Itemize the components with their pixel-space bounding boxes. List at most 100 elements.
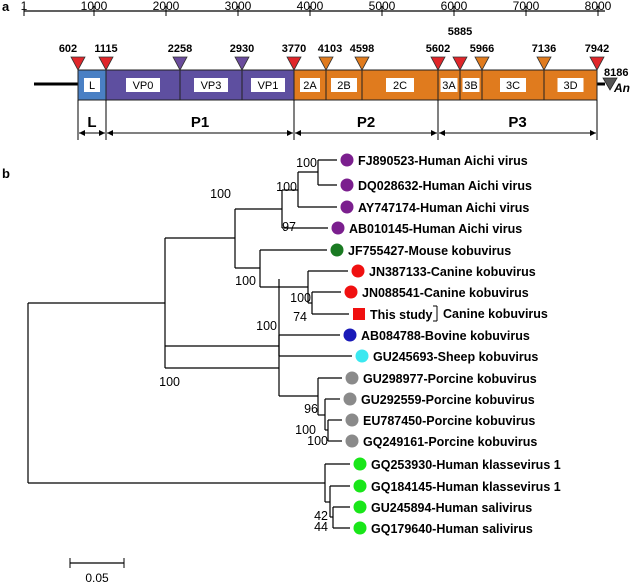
bootstrap-value: 97 <box>282 220 296 234</box>
position-label: 5602 <box>426 43 450 55</box>
region-label: 3A <box>442 80 456 92</box>
polyprotein-group-label: L <box>87 114 96 131</box>
taxon-label: FJ890523-Human Aichi virus <box>358 154 528 168</box>
cleavage-marker <box>452 56 468 71</box>
bootstrap-value: 100 <box>210 187 231 201</box>
region-label: 3D <box>563 80 577 92</box>
position-label: 4598 <box>350 43 374 55</box>
ruler-tick-label: 1000 <box>81 0 108 13</box>
taxon-marker-circle <box>344 285 358 299</box>
polyprotein-group-label: P2 <box>357 114 375 131</box>
taxon-marker-circle <box>355 349 369 363</box>
position-label: 4103 <box>318 43 342 55</box>
taxon-marker-circle <box>353 500 367 514</box>
region-label: 2A <box>303 80 317 92</box>
taxon-marker-circle <box>340 153 354 167</box>
taxon-label: GQ184145-Human klassevirus 1 <box>371 480 561 494</box>
region-label-bg <box>84 78 100 92</box>
taxon-marker-circle <box>343 328 357 342</box>
ruler-tick-label: 1 <box>21 0 28 13</box>
arrow-head <box>431 130 437 136</box>
taxon-marker-circle <box>331 221 345 235</box>
bootstrap-value: 100 <box>307 434 328 448</box>
region-label-bg <box>126 78 160 92</box>
taxon-marker-circle <box>345 434 359 448</box>
taxon-label: GQ253930-Human klassevirus 1 <box>371 458 561 472</box>
cleavage-marker <box>286 56 302 71</box>
taxon-marker-circle <box>353 457 367 471</box>
cleavage-marker <box>98 56 114 71</box>
cleavage-marker <box>354 56 370 71</box>
taxon-label: GU245693-Sheep kobuvirus <box>373 350 538 364</box>
position-label: 3770 <box>282 43 306 55</box>
position-label: 2930 <box>230 43 254 55</box>
cleavage-marker <box>234 56 250 71</box>
region-label-bg <box>331 78 357 92</box>
cleavage-marker <box>536 56 552 71</box>
taxon-marker-circle <box>330 243 344 257</box>
position-label: 2258 <box>168 43 192 55</box>
taxon-label: GU292559-Porcine kobuvirus <box>361 393 535 407</box>
taxon-marker-circle <box>351 264 365 278</box>
poly-a-label: An <box>613 81 630 95</box>
region-label-bg <box>300 78 320 92</box>
taxon-label: AB010145-Human Aichi virus <box>349 222 522 236</box>
taxon-marker-square <box>353 308 365 320</box>
polyprotein-group-label: P1 <box>191 114 209 131</box>
cleavage-marker <box>172 56 188 71</box>
cleavage-marker <box>318 56 334 71</box>
region-label-bg <box>462 78 480 92</box>
taxon-label: AB084788-Bovine kobuvirus <box>361 329 530 343</box>
taxon-label: JN088541-Canine kobuvirus <box>362 286 529 300</box>
region-label: L <box>89 80 95 92</box>
panel-a-label: a <box>2 0 10 14</box>
region-label: 2C <box>393 80 407 92</box>
taxon-marker-circle <box>343 392 357 406</box>
cleavage-marker <box>70 56 86 71</box>
arrow-head <box>590 130 596 136</box>
ruler-tick-label: 8000 <box>585 0 612 13</box>
region-label-bg <box>500 78 526 92</box>
ruler-tick-label: 4000 <box>297 0 324 13</box>
cleavage-marker <box>430 56 446 71</box>
taxon-marker-circle <box>345 371 359 385</box>
taxon-label: This study <box>370 308 433 322</box>
taxon-marker-circle <box>340 178 354 192</box>
bootstrap-value: 100 <box>296 156 317 170</box>
taxon-marker-circle <box>353 521 367 535</box>
bootstrap-value: 100 <box>159 375 180 389</box>
ruler-tick-label: 2000 <box>153 0 180 13</box>
ruler-tick-label: 6000 <box>441 0 468 13</box>
taxon-marker-circle <box>340 200 354 214</box>
arrow-head <box>439 130 445 136</box>
bootstrap-value: 100 <box>290 291 311 305</box>
position-label: 7942 <box>585 43 609 55</box>
arrow-head <box>287 130 293 136</box>
region-label-bg <box>440 78 458 92</box>
ruler-tick-label: 5000 <box>369 0 396 13</box>
taxon-label: JF755427-Mouse kobuvirus <box>348 244 511 258</box>
region-label-bg <box>251 78 285 92</box>
taxon-label: DQ028632-Human Aichi virus <box>358 179 532 193</box>
taxon-label: GU298977-Porcine kobuvirus <box>363 372 537 386</box>
ruler-tick-label: 3000 <box>225 0 252 13</box>
bootstrap-value: 100 <box>235 274 256 288</box>
position-label: 8186 <box>604 67 628 79</box>
cleavage-marker <box>474 56 490 71</box>
position-label: 602 <box>59 43 77 55</box>
arrow-head <box>295 130 301 136</box>
bootstrap-value: 42 <box>314 509 328 523</box>
taxon-label: AY747174-Human Aichi virus <box>358 201 529 215</box>
position-label: 5966 <box>470 43 494 55</box>
region-label: 2B <box>337 80 350 92</box>
cleavage-marker <box>589 56 605 71</box>
region-label: VP0 <box>133 80 154 92</box>
taxon-label: JN387133-Canine kobuvirus <box>369 265 536 279</box>
taxon-label: GU245894-Human salivirus <box>371 501 532 515</box>
region-label-bg <box>557 78 584 92</box>
arrow-head <box>107 130 113 136</box>
taxon-marker-circle <box>345 413 359 427</box>
taxon-label: GQ249161-Porcine kobuvirus <box>363 435 537 449</box>
bootstrap-value: 44 <box>314 520 328 534</box>
